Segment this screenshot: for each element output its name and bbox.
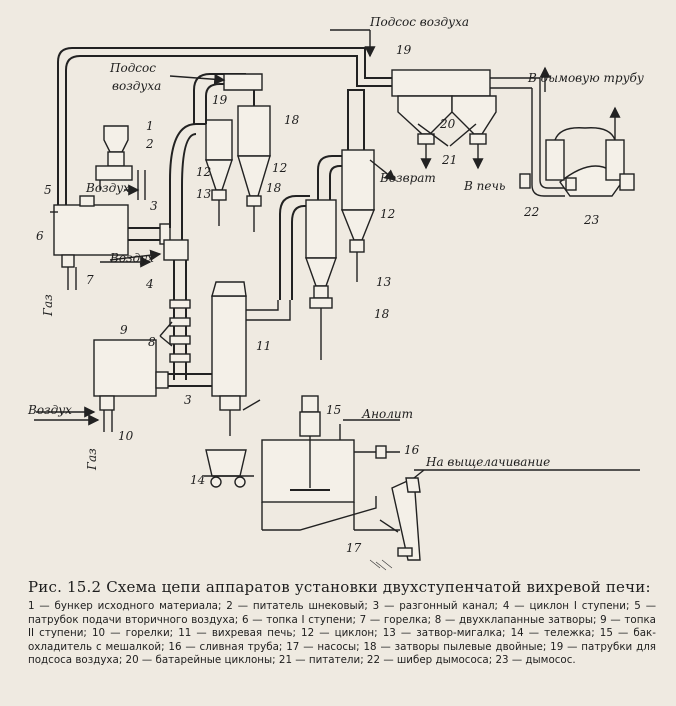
pumps bbox=[262, 469, 425, 571]
ref-1: 1 bbox=[146, 119, 154, 133]
ref-16: 16 bbox=[404, 443, 420, 457]
label-air-1: Воздух bbox=[85, 181, 130, 195]
acceleration-channel bbox=[109, 123, 206, 261]
ref-15: 15 bbox=[326, 403, 341, 417]
cooling-tank bbox=[261, 395, 400, 530]
ref-4: 4 bbox=[145, 277, 154, 291]
ref-11: 11 bbox=[256, 339, 271, 353]
flow-arrows bbox=[36, 29, 640, 471]
ref-18a: 18 bbox=[284, 113, 300, 127]
vortex-furnace bbox=[211, 281, 291, 436]
label-to-furnace: В печь bbox=[463, 179, 505, 193]
ref-18c: 18 bbox=[374, 307, 390, 321]
ref-13b: 13 bbox=[376, 275, 392, 289]
ref-17: 17 bbox=[346, 541, 362, 555]
label-gas-2: Газ bbox=[85, 448, 99, 471]
double-flap-gates bbox=[159, 260, 191, 380]
top-gas-duct bbox=[57, 47, 392, 205]
ref-22: 22 bbox=[523, 205, 539, 219]
ref-21: 21 bbox=[441, 153, 457, 167]
battery-cyclones bbox=[391, 66, 551, 170]
label-anolyte: Анолит bbox=[361, 407, 413, 421]
ref-7: 7 bbox=[86, 273, 94, 287]
ref-5: 5 bbox=[44, 183, 52, 197]
ref-23: 23 bbox=[583, 213, 600, 227]
ref-2: 2 bbox=[145, 137, 154, 151]
ref-18b: 18 bbox=[266, 181, 282, 195]
ref-14: 14 bbox=[190, 473, 205, 487]
figure-title: Рис. 15.2 Схема цепи аппаратов установки… bbox=[28, 578, 651, 596]
feeders bbox=[417, 123, 484, 170]
ref-19a: 19 bbox=[212, 93, 228, 107]
figure-caption: Рис. 15.2 Схема цепи аппаратов установки… bbox=[28, 578, 656, 668]
ref-8: 8 bbox=[148, 335, 156, 349]
process-flow-diagram: Подсос воздуха Подсос воздуха В дымовую … bbox=[27, 15, 644, 571]
ref-3a: 3 bbox=[150, 199, 158, 213]
ref-12b: 12 bbox=[380, 207, 395, 221]
ref-12a: 12 bbox=[196, 165, 211, 179]
furnace-stage-1 bbox=[50, 180, 140, 290]
cyclone-group-1 bbox=[193, 73, 271, 232]
ref-12c: 12 bbox=[272, 161, 287, 175]
cyclone-group-3 bbox=[279, 195, 337, 360]
cyclone-group-2 bbox=[317, 89, 397, 282]
label-return: Возврат bbox=[379, 171, 436, 185]
label-air-suction-mid: Подсос bbox=[109, 61, 156, 75]
label-air-2: Воздух bbox=[109, 251, 154, 265]
ref-10: 10 bbox=[118, 429, 134, 443]
label-gas-1: Газ bbox=[41, 294, 55, 317]
ref-20: 20 bbox=[439, 117, 456, 131]
ref-13a: 13 bbox=[196, 187, 212, 201]
label-to-chimney: В дымовую трубу bbox=[527, 71, 644, 85]
smoke-exhauster bbox=[519, 106, 635, 197]
label-to-leaching: На выщелачивание bbox=[425, 455, 550, 469]
ref-9: 9 bbox=[120, 323, 128, 337]
furnace-stage-2 bbox=[34, 339, 212, 432]
label-air-3: Воздух bbox=[27, 403, 72, 417]
ref-19b: 19 bbox=[396, 43, 412, 57]
label-air-suction-mid-2: воздуха bbox=[112, 79, 161, 93]
figure-legend: 1 — бункер исходного материала; 2 — пита… bbox=[28, 600, 656, 667]
cart bbox=[204, 449, 254, 488]
label-air-suction-top: Подсос воздуха bbox=[369, 15, 469, 29]
ref-3b: 3 bbox=[184, 393, 192, 407]
ref-6: 6 bbox=[36, 229, 44, 243]
